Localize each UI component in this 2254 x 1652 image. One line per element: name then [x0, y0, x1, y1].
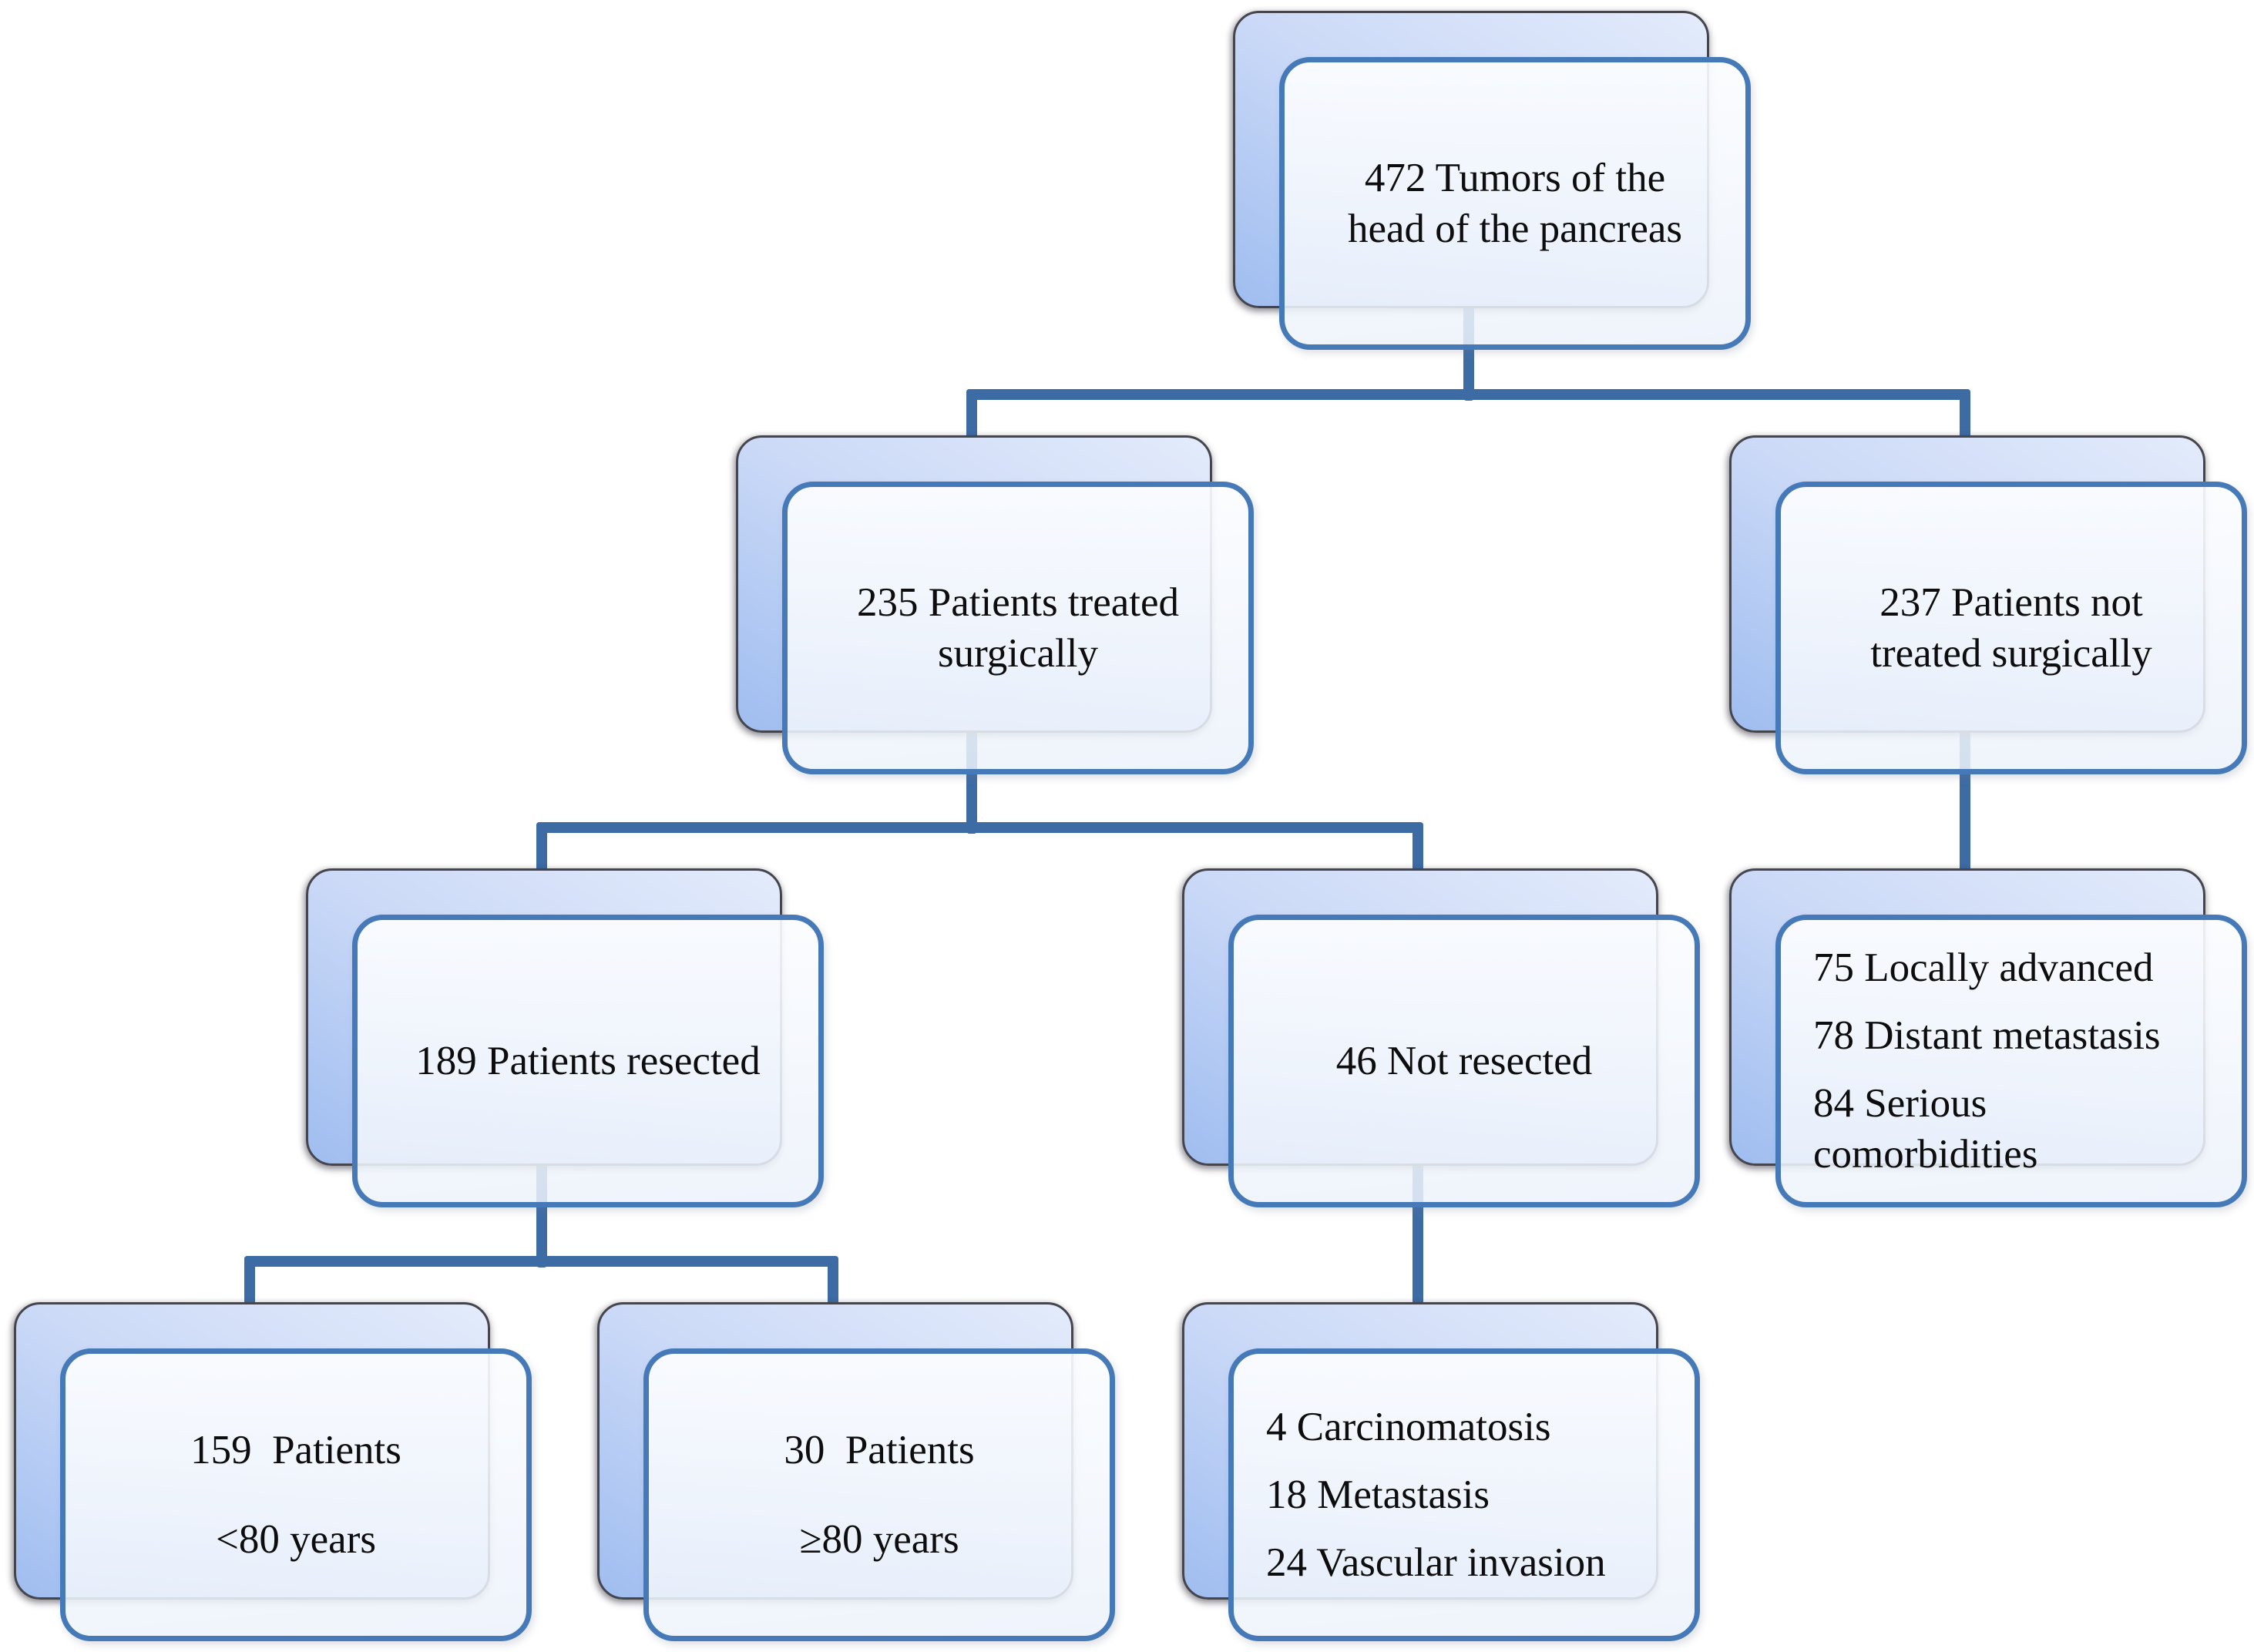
node-root-card: 472 Tumors of the head of the pancreas [1279, 57, 1751, 350]
node-nonsurgical-reasons-card: 75 Locally advanced 78 Distant metastasi… [1775, 915, 2247, 1207]
connector-rail-level2 [536, 822, 1423, 833]
node-nonsurgical-reasons: 75 Locally advanced 78 Distant metastasi… [1729, 868, 2247, 1207]
under-80-age-text: <80 years [216, 1517, 376, 1562]
connector-into-resected [536, 822, 547, 876]
node-root: 472 Tumors of the head of the pancreas [1233, 11, 1751, 350]
node-not-treated-surgically-text: 237 Patients not treated surgically [1870, 580, 2152, 676]
node-root-text: 472 Tumors of the head of the pancreas [1347, 156, 1683, 251]
connector-rail-level1 [966, 389, 1970, 400]
node-under-80-years: 159 Patients <80 years [14, 1302, 532, 1641]
not-resected-reason-metastasis: 18 Metastasis [1266, 1472, 1490, 1517]
node-resected-text: 189 Patients resected [415, 1039, 761, 1083]
connector-into-nonsurg [1960, 389, 1970, 445]
nonsurgical-reason-serious-comorbidities: 84 Serious comorbidities [1813, 1081, 2038, 1177]
connector-into-over80 [828, 1256, 838, 1310]
over-80-age-text: ≥80 years [799, 1517, 959, 1562]
not-resected-reason-vascular-invasion: 24 Vascular invasion [1266, 1540, 1606, 1585]
nonsurgical-reason-locally-advanced: 75 Locally advanced [1813, 945, 2154, 990]
node-not-resected-reasons: 4 Carcinomatosis 18 Metastasis 24 Vascul… [1182, 1302, 1700, 1641]
node-not-treated-surgically: 237 Patients not treated surgically [1729, 435, 2247, 774]
node-treated-surgically-text: 235 Patients treated surgically [857, 580, 1179, 676]
node-over-80-years-card: 30 Patients ≥80 years [643, 1348, 1115, 1641]
connector-rail-level3 [244, 1256, 838, 1267]
node-not-resected-text: 46 Not resected [1335, 1039, 1593, 1083]
node-treated-surgically-card: 235 Patients treated surgically [782, 482, 1254, 774]
under-80-count-text: 159 Patients [190, 1428, 401, 1472]
node-not-resected-card: 46 Not resected [1228, 915, 1700, 1207]
node-not-resected-reasons-card: 4 Carcinomatosis 18 Metastasis 24 Vascul… [1228, 1348, 1700, 1641]
connector-into-under80 [244, 1256, 255, 1310]
connector-into-surg [966, 389, 977, 445]
node-resected-card: 189 Patients resected [352, 915, 824, 1207]
node-under-80-years-card: 159 Patients <80 years [60, 1348, 532, 1641]
node-over-80-years: 30 Patients ≥80 years [597, 1302, 1115, 1641]
node-treated-surgically: 235 Patients treated surgically [736, 435, 1254, 774]
node-resected: 189 Patients resected [306, 868, 824, 1207]
connector-into-notresected [1413, 822, 1423, 876]
nonsurgical-reason-distant-metastasis: 78 Distant metastasis [1813, 1013, 2161, 1058]
not-resected-reason-carcinomatosis: 4 Carcinomatosis [1266, 1405, 1551, 1449]
over-80-count-text: 30 Patients [784, 1428, 975, 1472]
node-not-treated-surgically-card: 237 Patients not treated surgically [1775, 482, 2247, 774]
node-not-resected: 46 Not resected [1182, 868, 1700, 1207]
